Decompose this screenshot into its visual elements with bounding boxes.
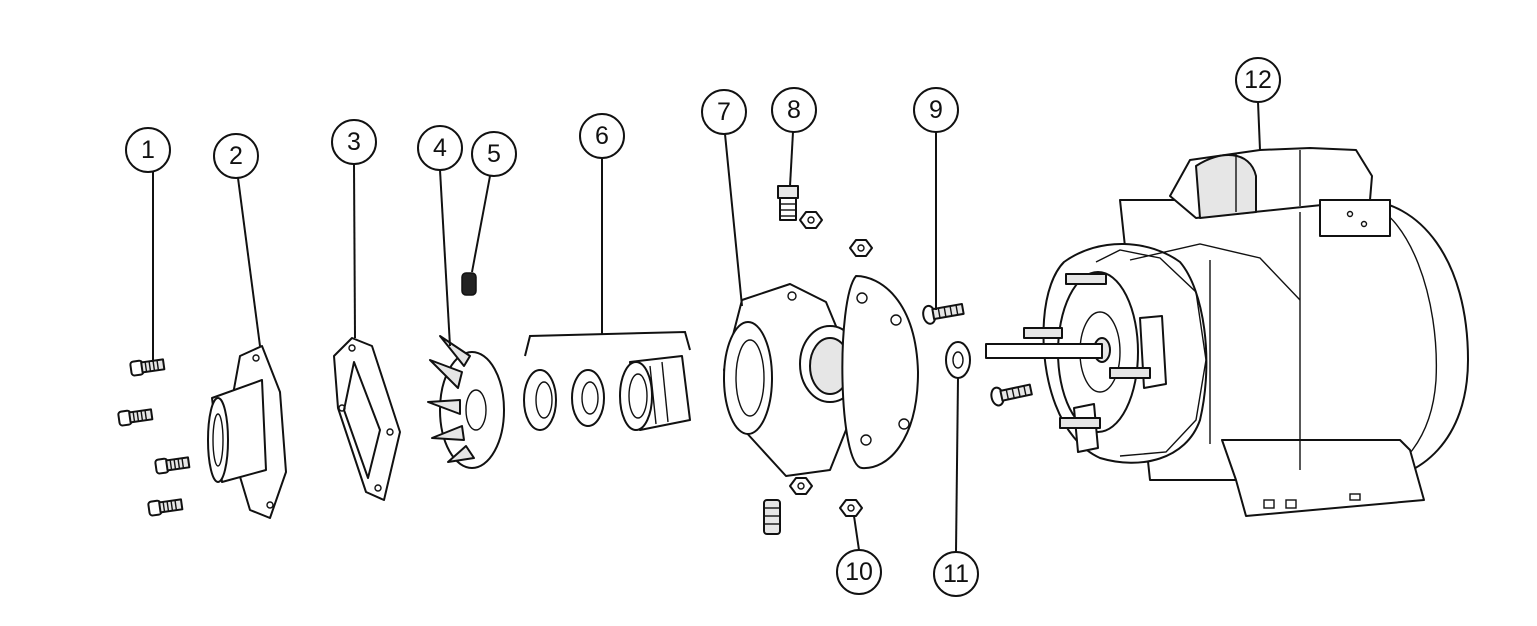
callout-4-number: 4 — [433, 134, 447, 162]
callout-10: 10 — [836, 549, 882, 595]
callout-3-number: 3 — [347, 128, 361, 156]
part-10-nuts — [763, 239, 873, 535]
callout-3: 3 — [331, 119, 377, 165]
callout-7: 7 — [701, 89, 747, 135]
part-7-pump-housing — [723, 275, 919, 477]
part-2-end-cover — [207, 345, 287, 519]
callout-6: 6 — [579, 113, 625, 159]
callout-9: 9 — [913, 87, 959, 133]
callout-5-number: 5 — [487, 140, 501, 168]
callout-8: 8 — [771, 87, 817, 133]
part-11-washer — [945, 341, 971, 379]
callout-5: 5 — [471, 131, 517, 177]
leader-lines — [152, 101, 1261, 553]
callout-9-number: 9 — [929, 96, 943, 124]
callout-7-number: 7 — [717, 98, 731, 126]
part-12-motor — [985, 147, 1469, 517]
callout-2: 2 — [213, 133, 259, 179]
callout-12-number: 12 — [1244, 66, 1272, 94]
part-6-seal-kit — [523, 330, 691, 431]
callout-1: 1 — [125, 127, 171, 173]
callout-8-number: 8 — [787, 96, 801, 124]
callout-11-number: 11 — [943, 560, 969, 588]
callout-2-number: 2 — [229, 142, 243, 170]
callout-10-number: 10 — [845, 558, 873, 586]
part-4-impeller — [427, 335, 505, 469]
callout-11: 11 — [933, 551, 979, 597]
callout-4: 4 — [417, 125, 463, 171]
motor-studs — [1023, 273, 1151, 429]
part-5-set-screw — [461, 272, 477, 296]
callout-1-number: 1 — [141, 136, 155, 164]
part-1-cover-screws — [117, 358, 191, 517]
part-3-gasket — [333, 337, 401, 501]
callout-12: 12 — [1235, 57, 1281, 103]
part-8-plug — [777, 185, 823, 229]
part-9-mounting-screws — [922, 303, 1033, 407]
callout-6-number: 6 — [595, 122, 609, 150]
